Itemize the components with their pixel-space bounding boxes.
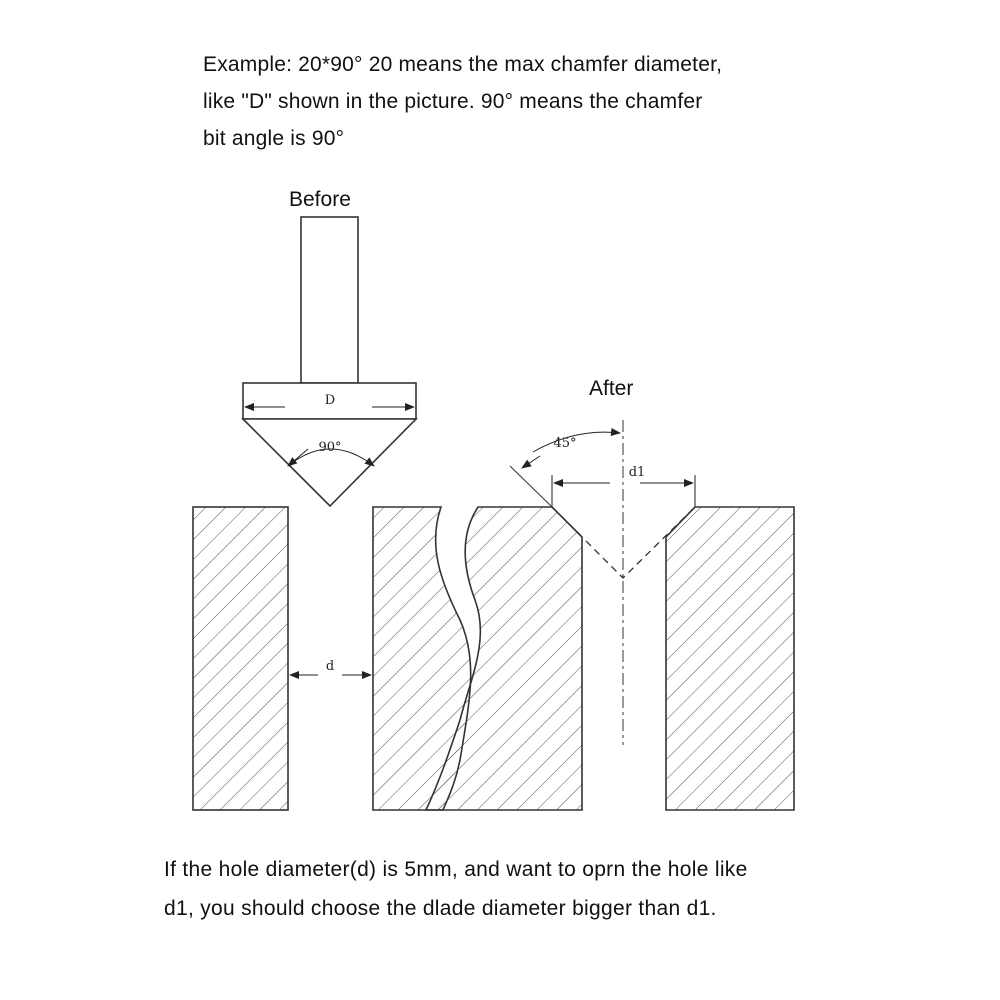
intro-line-2: like "D" shown in the picture. 90° means… xyxy=(203,90,703,113)
angle-45-extension xyxy=(509,465,553,508)
chamfer-v-dashed xyxy=(551,506,696,579)
dim-D-label: D xyxy=(325,393,335,408)
dim-d-label: d xyxy=(326,659,334,674)
left-block xyxy=(192,506,289,811)
footer-line-1: If the hole diameter(d) is 5mm, and want… xyxy=(164,858,748,881)
angle-45-arc xyxy=(532,428,621,453)
angle-90-label: 90° xyxy=(318,440,341,455)
dimension-d1 xyxy=(551,475,696,507)
intro-text: Example: 20*90° 20 means the max chamfer… xyxy=(203,46,863,157)
after-label: After xyxy=(589,377,633,400)
bit-cone xyxy=(241,418,418,508)
footer-line-2: d1, you should choose the dlade diameter… xyxy=(164,897,717,920)
before-label: Before xyxy=(289,188,351,211)
footer-text: If the hole diameter(d) is 5mm, and want… xyxy=(164,850,884,928)
angle-45-label: 45° xyxy=(553,436,576,451)
bit-body xyxy=(242,382,417,420)
chamfer-bit xyxy=(241,216,418,508)
intro-line-1: Example: 20*90° 20 means the max chamfer… xyxy=(203,53,723,76)
middle-block-right xyxy=(424,506,583,811)
right-block xyxy=(665,506,795,811)
bit-shank xyxy=(300,216,359,384)
dim-d1-label: d1 xyxy=(629,465,646,480)
intro-line-3: bit angle is 90° xyxy=(203,127,345,150)
